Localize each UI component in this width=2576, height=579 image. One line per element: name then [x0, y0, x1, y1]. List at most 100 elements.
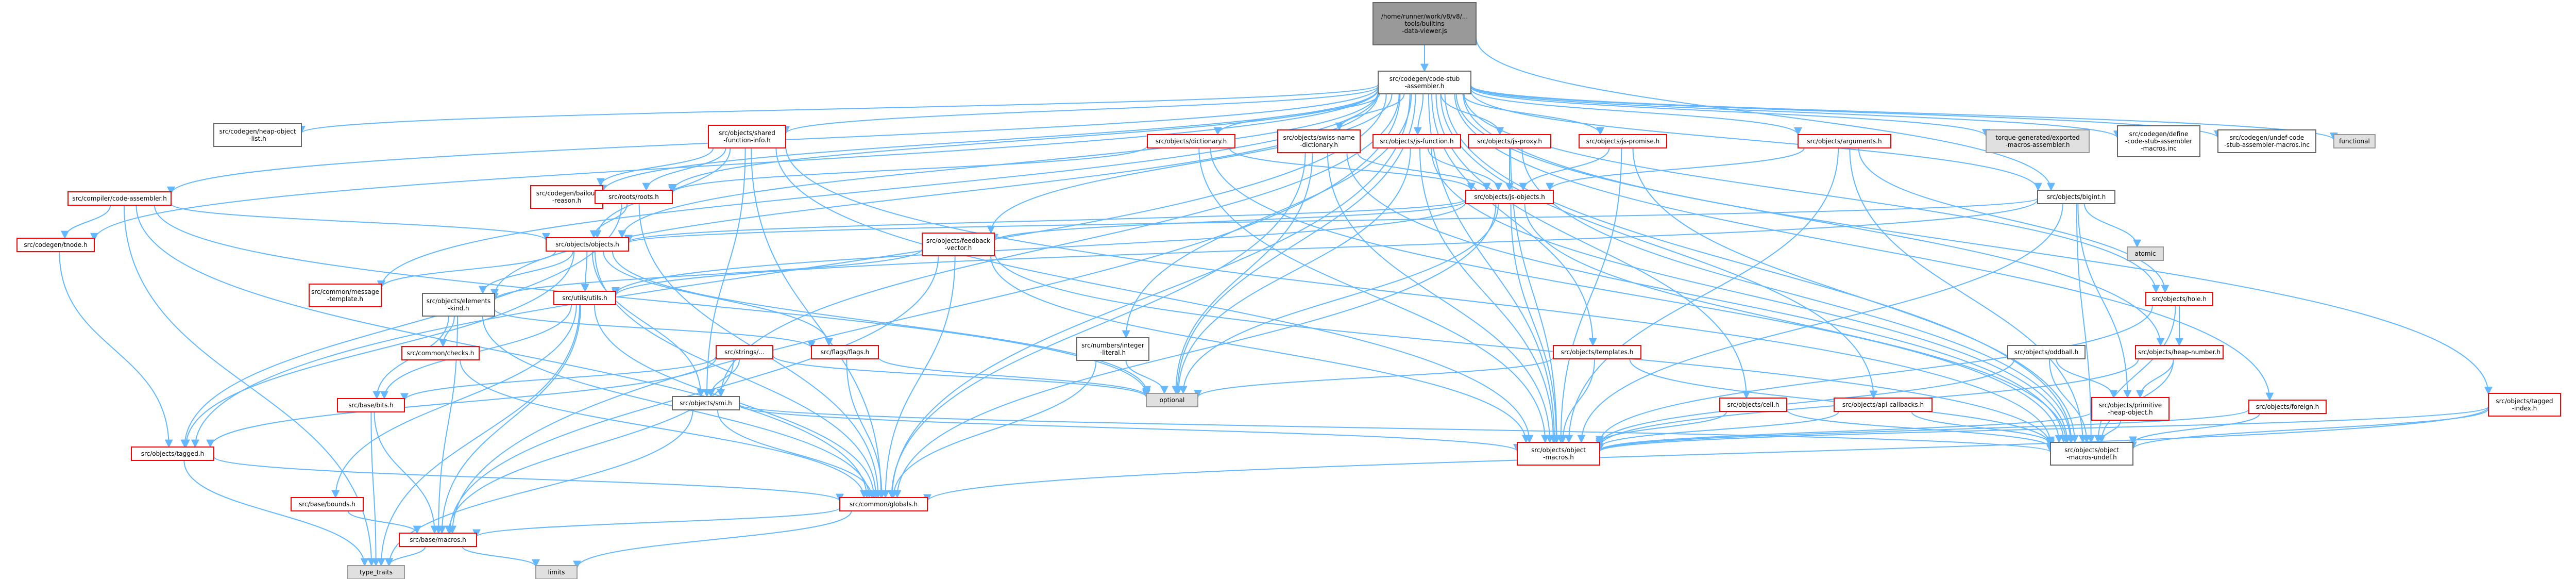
edge-sfi-to-objundef — [785, 145, 2055, 445]
edge-jsobj-to-objects — [624, 198, 1466, 243]
node-jspromise[interactable]: src/objects/js-promise.h — [1579, 134, 1667, 148]
edge-elkind-to-flags — [494, 309, 816, 349]
node-primheap[interactable]: src/objects/primitive-heap-object.h — [2091, 397, 2170, 421]
node-flags[interactable]: src/flags/flags.h — [811, 345, 879, 359]
edge-strg-to-optional — [772, 355, 1150, 398]
edge-taggedidx-to-objundef — [2129, 408, 2489, 450]
node-foreign[interactable]: src/objects/foreign.h — [2248, 400, 2327, 414]
node-label-smi: src/objects/smi.h — [680, 400, 732, 407]
node-box-stub — [1378, 71, 1471, 94]
node-jsobj[interactable]: src/objects/js-objects.h — [1465, 190, 1554, 204]
edge-stub-to-objundef — [1444, 93, 2076, 443]
node-sfi[interactable]: src/objects/shared-function-info.h — [708, 125, 786, 148]
edge-jspromise-to-jsobj — [1519, 147, 1610, 191]
node-label-torque: torque-generated/exported-macros-assembl… — [1995, 134, 2080, 148]
node-templates[interactable]: src/objects/templates.h — [1553, 345, 1641, 359]
edge-jsfunc-to-objundef — [1431, 147, 2072, 443]
node-stub[interactable]: src/codegen/code-stub-assembler.h — [1378, 71, 1471, 94]
edge-smi-to-objmacros — [739, 404, 1521, 452]
edge-fbv-to-elkind — [490, 249, 923, 302]
node-cell[interactable]: src/objects/cell.h — [1719, 398, 1787, 412]
node-ca[interactable]: src/compiler/code-assembler.h — [67, 191, 172, 206]
node-macros[interactable]: src/base/macros.h — [399, 533, 477, 547]
node-objects[interactable]: src/objects/objects.h — [546, 237, 629, 252]
edge-stub-to-bigint — [1470, 90, 2042, 191]
node-taggedidx[interactable]: src/objects/tagged-index.h — [2488, 393, 2561, 417]
node-smi[interactable]: src/objects/smi.h — [672, 396, 740, 410]
node-bigint[interactable]: src/objects/bigint.h — [2037, 190, 2115, 204]
node-roots[interactable]: src/roots/roots.h — [595, 190, 673, 204]
node-label-bounds: src/base/bounds.h — [299, 501, 355, 508]
node-strg[interactable]: src/strings/... — [716, 345, 773, 359]
node-args[interactable]: src/objects/arguments.h — [1798, 134, 1891, 148]
node-box-primheap — [2091, 397, 2170, 421]
node-torque[interactable]: torque-generated/exported-macros-assembl… — [1986, 129, 2090, 153]
node-label-jsfunc: src/objects/js-function.h — [1380, 138, 1453, 145]
node-bailout[interactable]: src/codegen/bailout-reason.h — [530, 185, 603, 209]
node-bounds[interactable]: src/base/bounds.h — [291, 497, 364, 511]
edge-stub-to-undef — [1470, 85, 2222, 139]
node-tnode[interactable]: src/codegen/tnode.h — [16, 238, 95, 252]
node-objmacros[interactable]: src/objects/object-macros.h — [1517, 442, 1600, 466]
edge-bigint-to-primheap — [2077, 203, 2132, 399]
edge-stub-to-taggedidx — [1463, 93, 2493, 395]
node-box-limits — [535, 565, 578, 579]
edge-taggedidx-to-globals — [923, 406, 2489, 503]
node-atomic[interactable]: atomic — [2127, 246, 2164, 261]
node-box-numint — [1076, 337, 1149, 361]
edge-stub-to-bailout — [599, 88, 1379, 193]
edge-fbv-to-objmacros — [990, 255, 1530, 443]
node-root[interactable]: /home/runner/work/v8/v8/...tools/builtin… — [1372, 2, 1477, 45]
node-limits[interactable]: limits — [535, 565, 578, 579]
node-label-bigint: src/objects/bigint.h — [2047, 193, 2106, 201]
node-heapnum[interactable]: src/objects/heap-number.h — [2135, 345, 2224, 359]
node-fbv[interactable]: src/objects/feedback-vector.h — [922, 233, 995, 256]
node-label-foreign: src/objects/foreign.h — [2256, 403, 2319, 410]
node-box-torque — [1986, 129, 2090, 153]
edge-fbv-to-globals — [881, 255, 956, 499]
node-typetraits[interactable]: type_traits — [347, 565, 405, 579]
node-jsproxy[interactable]: src/objects/js-proxy.h — [1468, 134, 1551, 148]
node-box-globals — [839, 497, 928, 511]
node-dict[interactable]: src/objects/dictionary.h — [1147, 134, 1235, 148]
node-elkind[interactable]: src/objects/elements-kind.h — [422, 293, 495, 317]
node-globals[interactable]: src/common/globals.h — [839, 497, 928, 511]
node-apicb[interactable]: src/objects/api-callbacks.h — [1834, 398, 1933, 412]
node-undef[interactable]: src/codegen/undef-code-stub-assembler-ma… — [2217, 129, 2316, 153]
node-box-args — [1798, 134, 1891, 148]
edge-bigint-to-objmacros — [1577, 203, 2063, 443]
edge-utils-to-typetraits — [377, 304, 581, 567]
node-bits[interactable]: src/base/bits.h — [337, 398, 405, 412]
edge-sfi-to-smi — [703, 147, 746, 398]
node-objundef[interactable]: src/objects/object-macros-undef.h — [2050, 442, 2133, 466]
node-box-jsobj — [1465, 190, 1554, 204]
edge-jsobj-to-utils — [612, 202, 1466, 296]
edge-stub-to-foreign — [1454, 93, 2274, 401]
edge-stub-to-dict — [1213, 93, 1380, 136]
node-optional[interactable]: optional — [1146, 393, 1198, 407]
node-functional[interactable]: functional — [2333, 134, 2376, 148]
node-hole[interactable]: src/objects/hole.h — [2145, 292, 2213, 306]
edge-ca-to-optional — [154, 205, 1150, 396]
node-label-optional: optional — [1160, 396, 1185, 404]
node-oddball[interactable]: src/objects/oddball.h — [2007, 345, 2086, 359]
node-tagged[interactable]: src/objects/tagged.h — [131, 446, 214, 461]
node-hoi[interactable]: src/codegen/heap-object-list.h — [213, 123, 302, 147]
node-label-sfi: src/objects/shared-function-info.h — [719, 129, 775, 144]
edge-jsproxy-to-objundef — [1521, 147, 2075, 443]
edge-smi-to-objundef — [739, 404, 2055, 453]
node-label-fbv: src/objects/feedback-vector.h — [926, 237, 990, 252]
edge-stub-to-numint — [1122, 93, 1412, 339]
node-msgtpl[interactable]: src/common/message-template.h — [309, 284, 382, 307]
node-box-jsproxy — [1468, 134, 1551, 148]
node-jsfunc[interactable]: src/objects/js-function.h — [1372, 134, 1461, 148]
node-checks[interactable]: src/common/checks.h — [401, 346, 480, 360]
node-swiss[interactable]: src/objects/swiss-name-dictionary.h — [1277, 129, 1361, 153]
node-define[interactable]: src/codegen/define-code-stub-assembler-m… — [2117, 125, 2200, 157]
node-numint[interactable]: src/numbers/integer-literal.h — [1076, 337, 1149, 361]
node-utils[interactable]: src/utils/utils.h — [553, 291, 616, 305]
node-box-oddball — [2007, 345, 2086, 359]
node-label-utils: src/utils/utils.h — [562, 294, 607, 302]
edge-strg-to-tagged — [206, 357, 717, 448]
edge-stub-to-sfi — [782, 86, 1379, 135]
